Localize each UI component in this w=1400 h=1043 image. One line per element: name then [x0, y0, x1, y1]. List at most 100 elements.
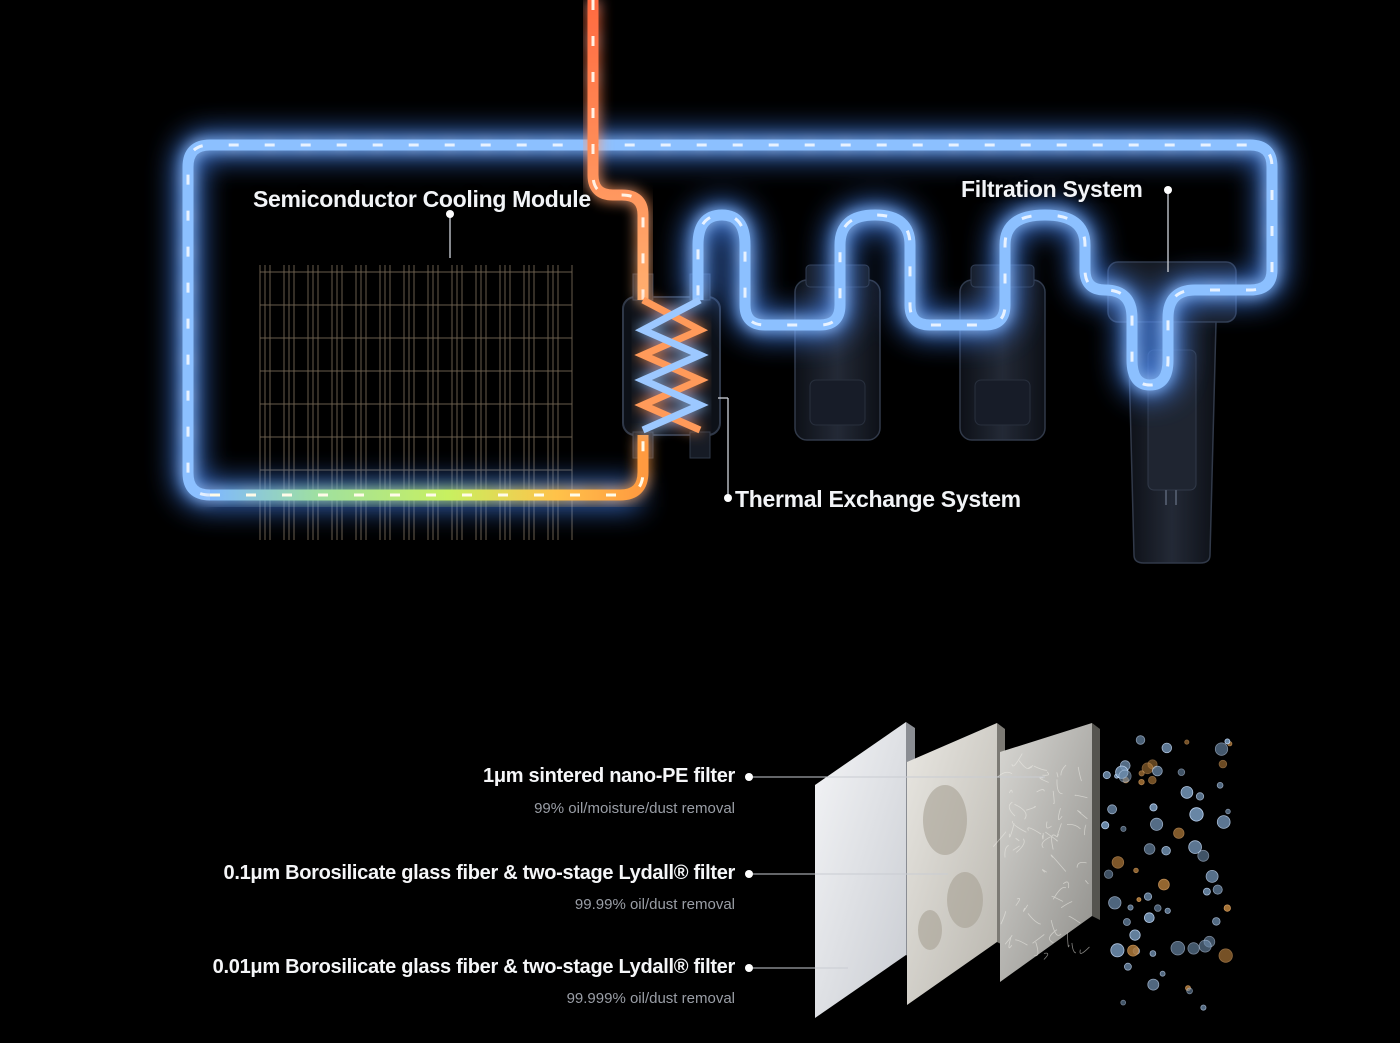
particle	[1195, 792, 1205, 801]
hot-air-inlet-pipe	[587, 0, 649, 300]
particle	[1218, 948, 1233, 963]
fiber-strand	[1027, 913, 1041, 925]
particle	[1149, 950, 1157, 957]
particle	[1144, 912, 1155, 923]
fiber-strand	[1015, 837, 1020, 842]
fiber-strand	[1008, 823, 1015, 838]
particle	[1120, 999, 1126, 1006]
fiber-strand	[1076, 861, 1087, 868]
filter-3-subtitle: 99.999% oil/dust removal	[566, 990, 735, 1007]
particle	[1152, 765, 1163, 777]
fiber-strand	[1012, 845, 1020, 851]
particle	[1225, 808, 1231, 815]
particle	[1158, 878, 1170, 891]
fiber-strand	[1049, 929, 1058, 944]
fiber-strand	[1014, 803, 1027, 820]
filter-2-subtitle: 99.99% oil/dust removal	[574, 896, 735, 913]
fiber-strand	[1027, 827, 1042, 835]
particle	[1102, 771, 1111, 780]
cooling-module-label-line1: Semiconductor	[253, 186, 417, 212]
fiber-strand	[1071, 942, 1077, 954]
fiber-strand	[1057, 808, 1063, 820]
fiber-strand	[1085, 880, 1089, 885]
particle	[1143, 892, 1153, 901]
fiber-strand	[1011, 753, 1023, 767]
fiber-strand	[1067, 823, 1081, 830]
fiber-strand	[997, 771, 1013, 777]
fiber-strand	[1033, 765, 1048, 771]
particle	[1118, 769, 1132, 783]
fiber-strand	[1060, 901, 1073, 909]
filter-pad-2	[907, 723, 1005, 1005]
fiber-strand	[1008, 789, 1013, 794]
particle	[1150, 817, 1164, 831]
fiber-strand	[1056, 823, 1062, 838]
fiber-strand	[1022, 904, 1029, 912]
fiber-strand	[1043, 952, 1049, 960]
particle	[1197, 849, 1210, 862]
particle	[1218, 759, 1228, 769]
particle	[1161, 742, 1173, 754]
particle	[1135, 735, 1146, 745]
fiber-strand	[1083, 824, 1087, 836]
particle	[1214, 742, 1229, 756]
particle	[1148, 776, 1157, 785]
particle	[1127, 944, 1139, 957]
particle-cloud	[1101, 735, 1233, 1011]
cooling-module-label-line2: Cooling Module	[422, 186, 592, 212]
particle	[1198, 939, 1212, 953]
particle	[1133, 867, 1139, 874]
filter-leaders	[745, 773, 1045, 972]
particle	[1120, 825, 1127, 832]
particle	[1212, 917, 1221, 926]
fiber-strand	[1004, 935, 1013, 945]
filter-2-title: 0.1μm Borosilicate glass fiber & two-sta…	[223, 862, 736, 884]
fiber-strand	[1066, 932, 1070, 948]
cooling-pipe-segment	[210, 435, 649, 501]
fiber-strand	[1052, 790, 1055, 804]
particle	[1216, 781, 1224, 789]
particle	[1124, 962, 1132, 971]
particle	[1170, 941, 1186, 956]
particle	[1111, 856, 1125, 869]
particle	[1143, 843, 1156, 855]
particle	[1101, 821, 1110, 830]
fiber-strand	[1079, 946, 1090, 954]
particle	[1164, 907, 1171, 914]
particle	[1138, 770, 1145, 777]
fiber-strand	[1004, 845, 1009, 858]
fiber-strand	[1026, 805, 1036, 811]
particle	[1104, 869, 1114, 879]
particle	[1189, 807, 1204, 822]
fiber-strand	[1077, 766, 1082, 782]
fiber-strand	[1042, 771, 1050, 776]
particle	[1177, 768, 1186, 776]
fiber-strand	[1050, 919, 1062, 936]
fiber-strand	[1051, 895, 1064, 902]
heat-exchanger-coil	[634, 296, 709, 434]
fiber-strand	[1036, 789, 1045, 793]
particle	[1159, 970, 1166, 977]
fiber-strand	[1032, 934, 1045, 944]
particle	[1161, 846, 1171, 856]
particle	[1129, 929, 1141, 941]
particle	[1147, 978, 1160, 991]
fiber-strand	[1050, 854, 1067, 872]
filter-pad-1	[815, 722, 915, 1018]
fiber-strand	[1068, 915, 1081, 924]
filtration-system-label: Filtration System	[961, 176, 1143, 202]
fiber-strand	[1039, 777, 1049, 783]
particle	[1205, 870, 1219, 883]
filter-1-subtitle: 99% oil/moisture/dust removal	[534, 800, 735, 817]
fiber-strand	[1051, 834, 1058, 850]
thermal-exchange-label: Thermal Exchange System	[735, 486, 1021, 512]
fiber-strand	[1060, 764, 1067, 776]
particle	[1224, 738, 1231, 745]
particle	[1173, 827, 1185, 839]
particle	[1212, 884, 1223, 895]
fiber-strand	[1056, 779, 1063, 795]
particle	[1200, 1004, 1207, 1011]
particle	[1108, 896, 1122, 910]
particle	[1188, 840, 1202, 854]
